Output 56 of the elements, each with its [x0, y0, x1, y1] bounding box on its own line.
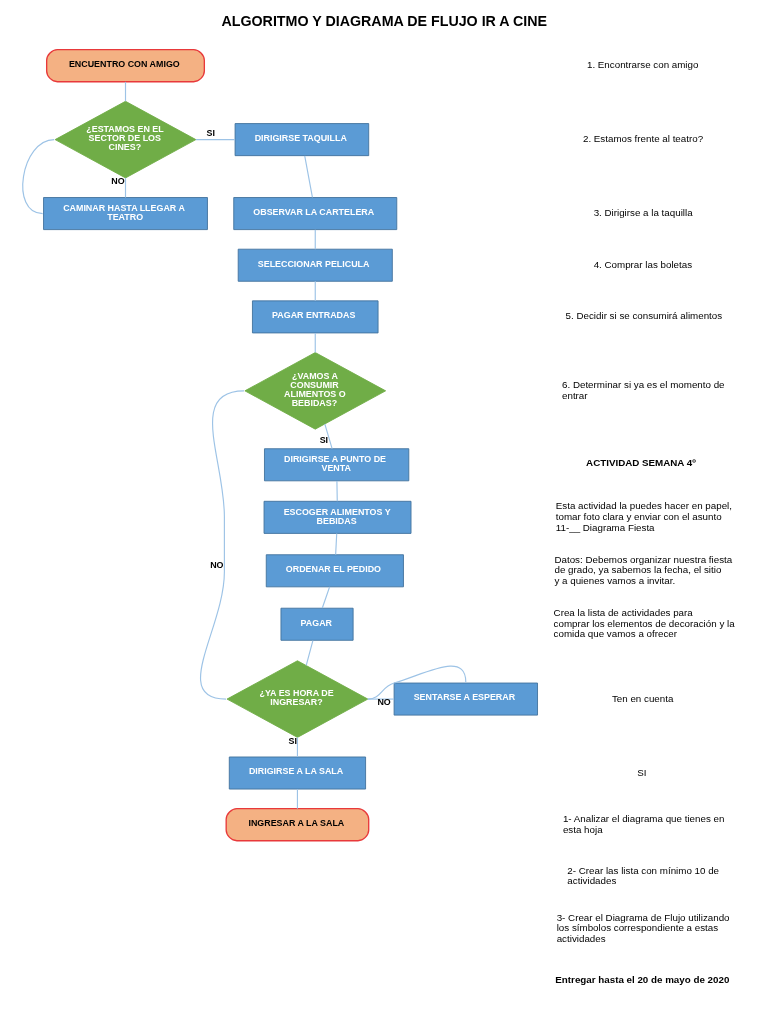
node-box: SELECCIONAR PELICULA [237, 248, 393, 282]
node-box: OBSERVAR LA CARTELERA [232, 197, 397, 231]
edge-label: SI [206, 128, 215, 139]
edge-label: NO [110, 176, 125, 187]
connector [335, 480, 338, 502]
label: 5. Decidir si se consumirá alimentos [565, 310, 722, 322]
connector [314, 332, 316, 353]
node-box: SENTARSE A ESPERAR [393, 682, 538, 716]
node-box: DIRIGIRSE A PUNTO DE VENTA [263, 448, 409, 482]
connector [296, 736, 298, 758]
diagram-title: ALGORITMO Y DIAGRAMA DE FLUJO IR A CINE [220, 13, 547, 30]
node-box: CAMINAR HASTA LLEGAR A TEATRO [42, 197, 208, 231]
connector [305, 640, 313, 666]
label: 6. Determinar si ya es el momento de entrar [561, 378, 725, 401]
edge-label: SI [288, 735, 297, 746]
label: 1- Analizar el diagrama que tienes en esta hoja [562, 812, 724, 835]
connector [124, 81, 126, 102]
edge-label: NO [209, 560, 223, 571]
connector [296, 788, 298, 810]
label: 4. Comprar las boletas [593, 258, 692, 270]
label: 2. Estamos frente al teatro? [582, 133, 703, 145]
node-diamond: ¿VAMOS A CONSUMIR ALIMENTOS O BEBIDAS? [243, 352, 386, 430]
connector [303, 155, 313, 198]
node-box: PAGAR [280, 607, 354, 641]
label: Esta actividad la puedes hacer en papel, tomar foto clara y enviar con el asunto 11-__ Diagrama Fiesta [555, 500, 732, 533]
label: Entregar hasta el 20 de mayo de 2020 [554, 974, 729, 986]
connector [323, 423, 333, 450]
connector [314, 229, 316, 250]
node-box: DIRIGIRSE TAQUILLA [234, 123, 369, 157]
node-diamond: ¿ESTAMOS EN EL SECTOR DE LOS CINES? [54, 100, 196, 179]
connector [124, 177, 126, 199]
label: Crea la lista de actividades para comprar los elementos de decoración y la comida que vamos a ofrecer [553, 607, 735, 640]
label: Ten en cuenta [611, 692, 673, 704]
connector [334, 532, 337, 556]
node-box: ENCUENTRO CON AMIGO [45, 48, 205, 83]
node-box: INGRESAR A LA SALA [225, 808, 369, 842]
label: Datos: Debemos organizar nuestra fiesta de grado, ya sabemos la fecha, el sitio y a quienes vamos a invitar. [553, 553, 732, 586]
connector [194, 139, 236, 141]
connector [366, 665, 466, 700]
node-box: PAGAR ENTRADAS [251, 300, 378, 334]
label: 3. Dirigirse a la taquilla [593, 207, 693, 219]
edge-label: NO [376, 697, 391, 708]
connector [21, 139, 55, 215]
node-diamond: ¿YA ES HORA DE INGRESAR? [226, 660, 368, 738]
label: ACTIVIDAD SEMANA 4º [585, 457, 696, 469]
connector [199, 390, 245, 700]
node-box: ESCOGER ALIMENTOS Y BEBIDAS [263, 500, 411, 534]
label: 3- Crear el Diagrama de Flujo utilizando los símbolos correspondiente a estas actividades [556, 911, 730, 945]
label: 2- Crear las lista con mínimo 10 de actividades [566, 864, 719, 887]
label: SI [636, 766, 647, 778]
connector [314, 280, 316, 302]
label: 1. Encontrarse con amigo [586, 59, 698, 71]
node-box: ORDENAR EL PEDIDO [265, 554, 404, 588]
node-box: DIRIGIRSE A LA SALA [228, 756, 366, 790]
connector [321, 586, 330, 609]
edge-label: SI [319, 435, 328, 446]
